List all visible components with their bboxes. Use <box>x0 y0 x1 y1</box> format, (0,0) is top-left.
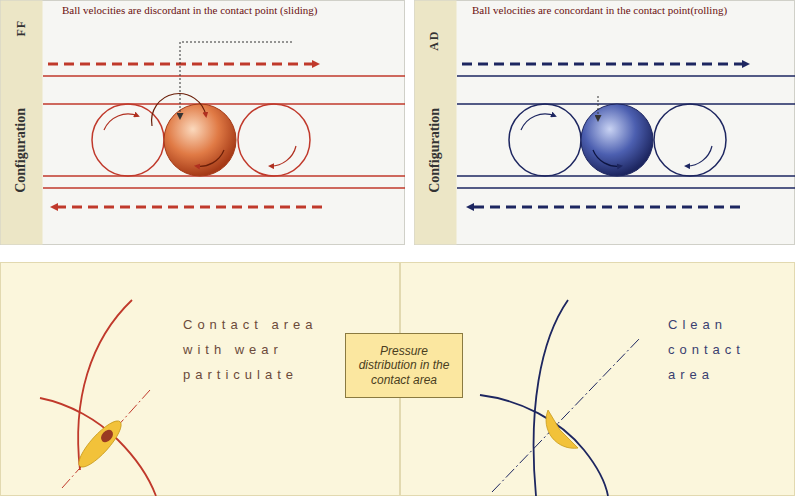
spaced-caption: Clean contact area <box>668 312 786 387</box>
side-label: Configuration <box>427 108 444 193</box>
sliding-panel: Ball velocities are discordant in the co… <box>0 0 405 245</box>
pressure-box: Pressure distribution in the contact are… <box>345 333 463 398</box>
configuration-code: AD <box>428 29 442 50</box>
box-label: Pressure distribution in the contact are… <box>352 344 456 387</box>
worn-contact-panel: Contact area with wear particulate <box>0 262 400 496</box>
spaced-caption: Contact area with wear particulate <box>183 312 333 387</box>
heading-note: Ball velocities are concordant in the co… <box>472 4 772 17</box>
rolling-panel: Ball velocities are concordant in the co… <box>414 0 795 245</box>
heading-note: Ball velocities are discordant in the co… <box>62 4 392 17</box>
side-label: Configuration <box>13 108 30 193</box>
configuration-code: FF <box>14 20 28 37</box>
